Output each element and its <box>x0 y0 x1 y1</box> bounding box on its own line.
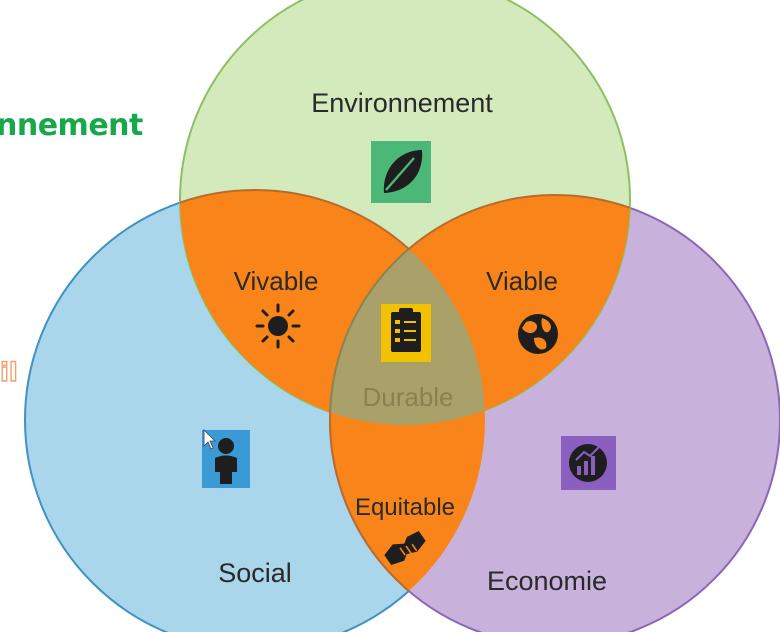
viable-label: Viable <box>486 266 558 296</box>
side-title-fragment: nnement <box>0 108 143 143</box>
globe-icon <box>518 314 558 354</box>
person-icon <box>202 430 250 488</box>
leaf-icon <box>371 141 431 203</box>
economy-label: Economie <box>487 566 607 596</box>
vivable-label: Vivable <box>234 266 319 296</box>
equitable-label: Equitable <box>355 494 455 521</box>
durable-label: Durable <box>362 382 453 412</box>
environment-label: Environnement <box>311 88 493 118</box>
clipboard-checklist-icon <box>381 304 431 362</box>
handshake-icon <box>384 531 426 565</box>
mouse-cursor <box>203 429 216 450</box>
sun-icon <box>255 303 301 349</box>
growth-chart-icon <box>561 436 616 490</box>
side-text-fragment: il <box>0 357 19 388</box>
social-label: Social <box>218 558 292 588</box>
